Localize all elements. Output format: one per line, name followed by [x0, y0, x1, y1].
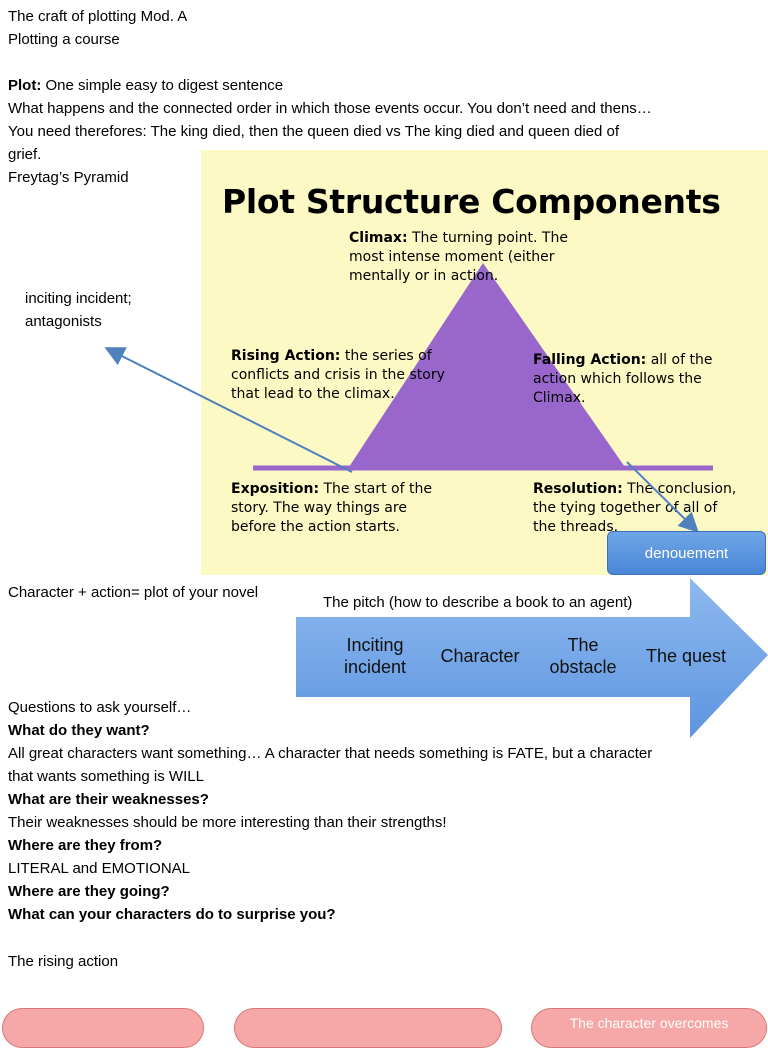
doc-title: The craft of plotting Mod. A: [8, 8, 188, 25]
antagonists-note: antagonists: [25, 313, 102, 330]
pitch-title: The pitch (how to describe a book to an …: [323, 594, 633, 611]
pyramid-triangle: [347, 263, 627, 470]
question-from: Where are they from?: [8, 837, 163, 854]
figure-title: Plot Structure Components: [222, 182, 721, 221]
plot-explanation-line2: You need therefores: The king died, then…: [8, 123, 620, 140]
pitch-item-character: Character: [440, 646, 520, 666]
freytag-heading: Freytag’s Pyramid: [8, 169, 129, 186]
pitch-item-quest: The quest: [645, 646, 727, 666]
denouement-box: denouement: [607, 531, 766, 575]
question-weaknesses: What are their weaknesses?: [8, 791, 209, 808]
plot-explanation-line1: What happens and the connected order in …: [8, 100, 652, 117]
plot-text: One simple easy to digest sentence: [41, 77, 284, 94]
question-going: Where are they going?: [8, 883, 170, 900]
questions-intro: Questions to ask yourself…: [8, 699, 192, 716]
answer-from: LITERAL and EMOTIONAL: [8, 860, 191, 877]
answer-want-line2: that wants something is WILL: [8, 768, 204, 785]
climax-label: Climax: The turning point. The most inte…: [349, 230, 568, 284]
doc-subtitle: Plotting a course: [8, 31, 120, 48]
flow-pill-2: [234, 1008, 502, 1048]
flow-pill-3: The character overcomes: [531, 1008, 767, 1048]
plot-label: Plot:: [8, 77, 42, 94]
answer-weaknesses: Their weaknesses should be more interest…: [8, 814, 447, 831]
exposition-label: Exposition: The start of the story. The …: [231, 481, 432, 535]
question-surprise: What can your characters do to surprise …: [8, 906, 336, 923]
rising-action-heading: The rising action: [8, 953, 119, 970]
rising-action-label: Rising Action: the series of conflicts a…: [231, 348, 445, 402]
falling-action-label: Falling Action: all of the action which …: [533, 352, 713, 406]
question-want: What do they want?: [8, 722, 150, 739]
plot-structure-figure: Plot Structure Components Climax: The tu…: [201, 150, 768, 575]
plot-definition: Plot: One simple easy to digest sentence: [8, 74, 283, 97]
resolution-label: Resolution: The conclusion, the tying to…: [533, 481, 737, 535]
inciting-incident-note: inciting incident;: [25, 290, 132, 307]
character-action-line: Character + action= plot of your novel: [8, 584, 259, 601]
answer-want-line1: All great characters want something… A c…: [8, 745, 653, 762]
flow-pill-1: [2, 1008, 204, 1048]
plot-explanation-line3: grief.: [8, 146, 42, 163]
